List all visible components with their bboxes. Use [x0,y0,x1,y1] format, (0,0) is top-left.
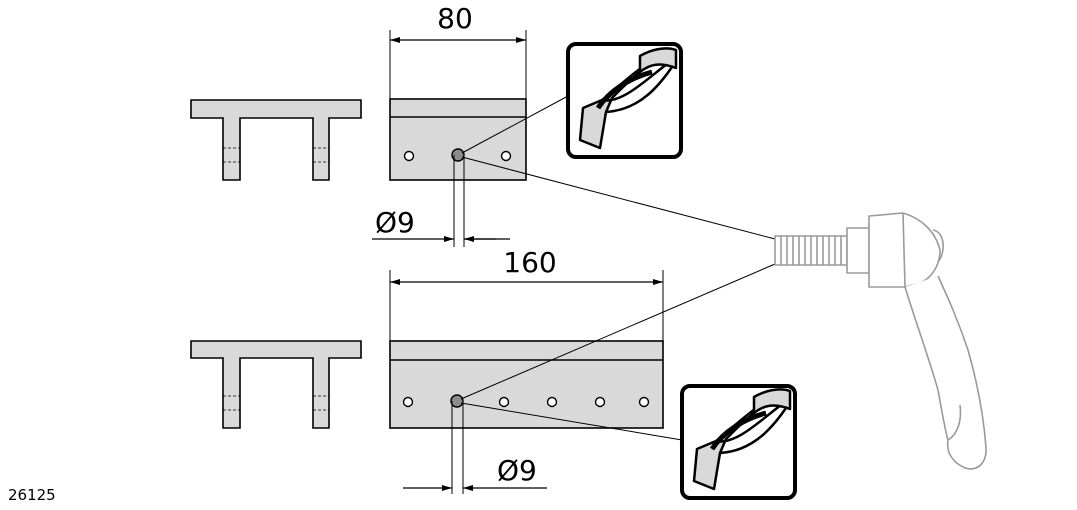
figure-number: 26125 [8,486,56,504]
bottom-plate [389,340,664,429]
bottom-hole-dimension: Ø9 [403,401,547,494]
bottom-hole-6 [638,396,650,408]
bottom-hole-label: Ø9 [497,454,537,487]
top-t-profile [190,99,362,181]
clamping-lever-icon [774,212,987,470]
bottom-hole-5 [594,396,606,408]
top-hole-label: Ø9 [375,206,415,239]
bottom-hole-drill [450,394,464,408]
bottom-hole-3 [498,396,510,408]
bottom-width-label: 160 [503,246,556,279]
top-width-label: 80 [437,2,473,35]
top-plate [389,98,527,181]
drill-bit-icon [680,384,797,500]
bottom-t-profile [190,340,362,429]
bottom-hole-1 [402,396,414,408]
top-width-dimension: 80 [389,2,527,99]
top-hole-right [500,150,512,162]
bottom-width-dimension: 160 [389,246,664,341]
bottom-hole-4 [546,396,558,408]
top-hole-left [403,150,415,162]
drill-bit-icon [566,42,683,159]
top-hole-dimension: Ø9 [372,155,510,247]
